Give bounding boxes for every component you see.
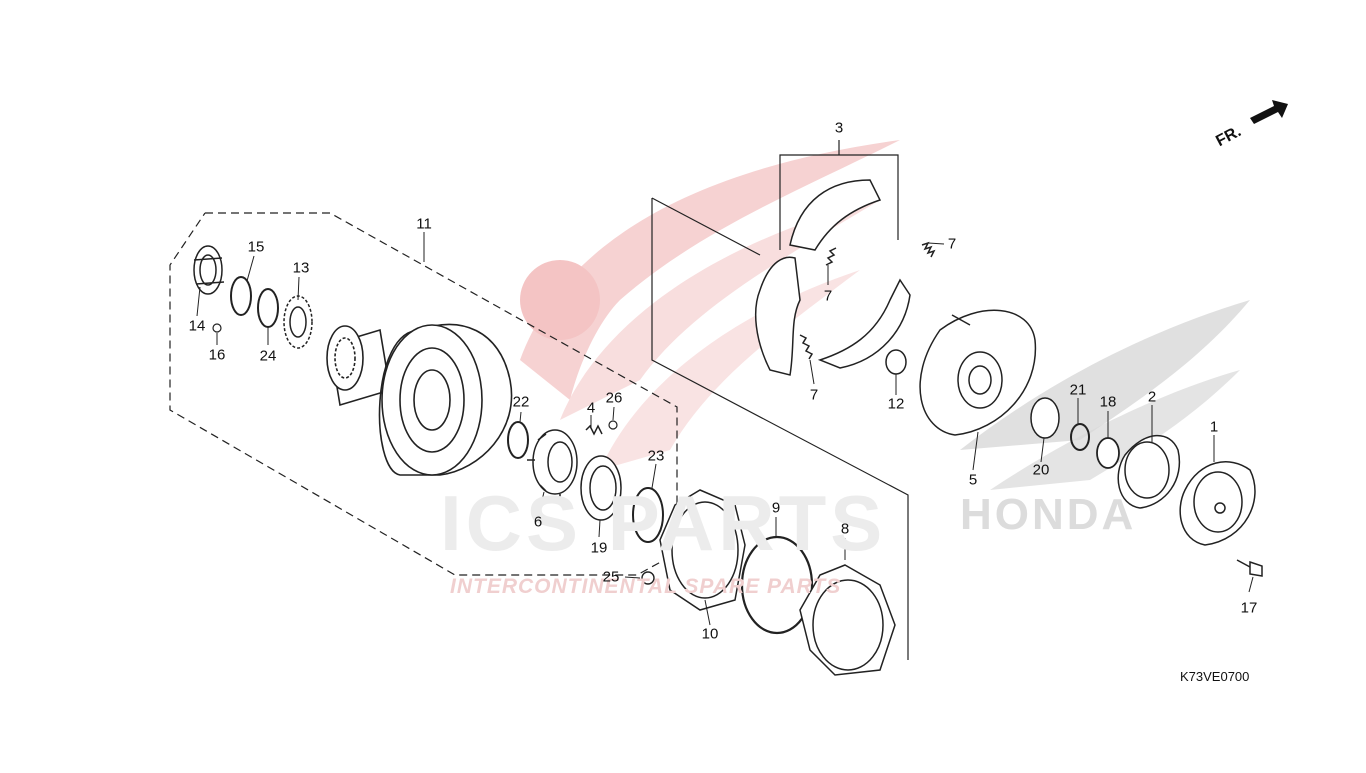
callout-17: 17: [1240, 599, 1258, 617]
part-2-gasket: [1117, 434, 1181, 509]
watermark-wing-logo: [520, 140, 900, 470]
callout-8: 8: [840, 520, 850, 538]
callout-23: 23: [647, 447, 665, 465]
part-13-gear: [283, 295, 313, 349]
assembly-outline-lower: [651, 198, 909, 660]
callout-5: 5: [968, 471, 978, 489]
diagram-code: K73VE0700: [1180, 669, 1250, 684]
callout-7-right: 7: [947, 235, 957, 253]
part-15-circlip: [230, 276, 252, 316]
callout-14: 14: [188, 317, 206, 335]
part-7-spring-b: [799, 334, 814, 360]
callout-7-lower: 7: [809, 386, 819, 404]
callout-22: 22: [512, 393, 530, 411]
callout-3: 3: [834, 119, 844, 137]
part-10-gasket: [659, 489, 746, 611]
callout-24: 24: [259, 347, 277, 365]
part-21-washer: [1070, 423, 1090, 451]
callout-26: 26: [605, 389, 623, 407]
watermark-tagline: INTERCONTINENTAL SPARE PARTS: [450, 575, 842, 598]
callout-16: 16: [208, 346, 226, 364]
part-6-one-way-clutch: [527, 429, 578, 502]
callout-20: 20: [1032, 461, 1050, 479]
part-25-nut: [641, 571, 655, 585]
part-22-ring: [507, 421, 529, 459]
callout-12: 12: [887, 395, 905, 413]
leader-lines: [196, 232, 1254, 626]
part-8-gasket: [799, 564, 896, 676]
watermark-brand: ICS PARTS: [440, 479, 887, 567]
callout-11: 11: [416, 215, 432, 233]
part-26-roller: [608, 420, 618, 430]
part-9-o-ring: [740, 535, 814, 635]
callout-13: 13: [292, 259, 310, 277]
callout-6: 6: [533, 513, 543, 531]
part-23-snap-ring: [632, 487, 664, 543]
part-16-nut: [212, 323, 222, 333]
part-5-drive-plate: [919, 309, 1037, 436]
part-19-side-plate: [580, 455, 622, 521]
callout-9: 9: [771, 499, 781, 517]
part-11-drive-drum: [326, 323, 513, 476]
callout-21: 21: [1069, 381, 1087, 399]
part-24-ring: [257, 288, 279, 328]
callout-10: 10: [701, 625, 719, 643]
callout-18: 18: [1099, 393, 1117, 411]
callout-4: 4: [586, 399, 596, 417]
part-4-spring: [585, 424, 603, 436]
part-12-collar: [885, 349, 907, 375]
front-arrow-icon: [1250, 100, 1288, 124]
part-17-bolt: [1236, 559, 1263, 577]
part-3-clutch-shoes: [754, 179, 911, 376]
part-18-seal: [1096, 437, 1120, 469]
callout-25: 25: [602, 568, 620, 586]
callout-15: 15: [247, 238, 265, 256]
callout-2: 2: [1147, 388, 1157, 406]
callout-1: 1: [1209, 418, 1219, 436]
callout-7-upper: 7: [823, 287, 833, 305]
part-7-spring-a: [825, 247, 837, 266]
part-7-spring-c: [921, 241, 936, 258]
callout-19: 19: [590, 539, 608, 557]
part-20-bearing: [1030, 397, 1060, 439]
watermark-maker: HONDA: [960, 490, 1137, 539]
part-14-cap: [193, 245, 225, 295]
part-1-cover: [1179, 461, 1256, 546]
